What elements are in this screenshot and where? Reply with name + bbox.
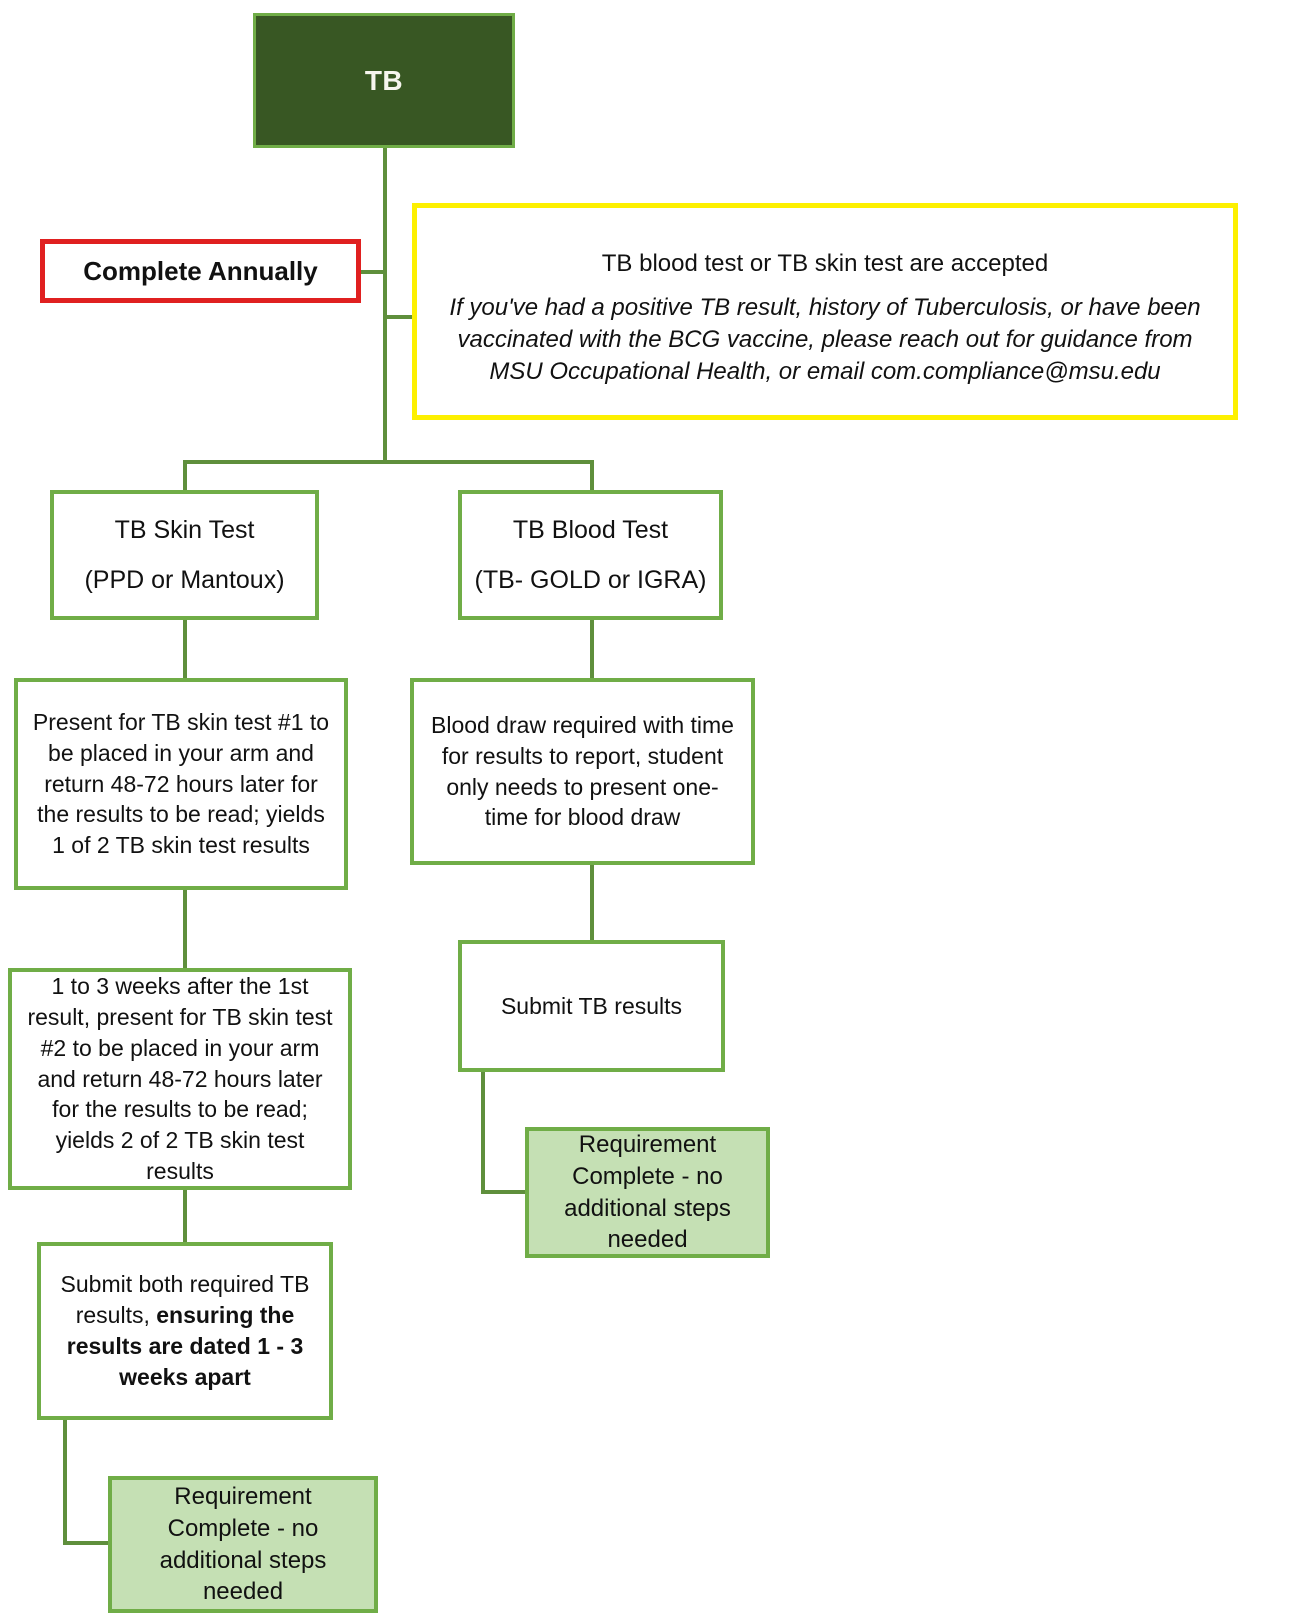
connector-skin-elbow-horizontal	[63, 1541, 110, 1545]
complete-annually-label: Complete Annually	[83, 255, 318, 286]
skin-test-step1: Present for TB skin test #1 to be placed…	[14, 678, 348, 890]
skin-test-step1-text: Present for TB skin test #1 to be placed…	[32, 708, 330, 859]
blood-test-header-subtitle: (TB- GOLD or IGRA)	[474, 566, 707, 594]
connector-skin-3	[183, 1188, 187, 1244]
skin-test-step2-text: 1 to 3 weeks after the 1st result, prese…	[27, 973, 333, 1185]
connector-blood-elbow-horizontal	[481, 1190, 527, 1194]
info-note-accepted-tests: TB blood test or TB skin test are accept…	[601, 250, 1049, 277]
skin-test-complete-node: Requirement Complete - no additional ste…	[108, 1476, 378, 1613]
blood-test-complete-node: Requirement Complete - no additional ste…	[525, 1127, 770, 1258]
connector-annual-note	[360, 270, 383, 274]
skin-test-header-title: TB Skin Test	[114, 516, 255, 544]
blood-test-step1: Blood draw required with time for result…	[410, 678, 755, 865]
root-node-label: TB	[364, 64, 404, 96]
skin-test-step3-normal: Submit both required TB results,	[60, 1271, 310, 1329]
blood-test-step2-text: Submit TB results	[500, 992, 683, 1019]
connector-blood-elbow-vertical	[481, 1070, 485, 1194]
skin-test-step3: Submit both required TB results, ensurin…	[37, 1242, 333, 1420]
connector-skin-elbow-vertical	[63, 1418, 67, 1545]
skin-test-step2: 1 to 3 weeks after the 1st result, prese…	[8, 968, 352, 1190]
skin-test-step3-text: Submit both required TB results, ensurin…	[55, 1269, 315, 1392]
connector-skin-drop	[183, 460, 187, 492]
blood-test-header: TB Blood Test (TB- GOLD or IGRA)	[458, 490, 723, 620]
connector-blood-drop	[590, 460, 594, 492]
root-node-tb: TB	[253, 13, 515, 148]
complete-annually-note: Complete Annually	[40, 239, 361, 303]
blood-test-step2: Submit TB results	[458, 940, 725, 1072]
connector-blood-2	[590, 862, 594, 940]
blood-test-step1-text: Blood draw required with time for result…	[431, 711, 734, 831]
info-note: TB blood test or TB skin test are accept…	[412, 203, 1238, 420]
skin-test-header-subtitle: (PPD or Mantoux)	[84, 566, 285, 594]
connector-skin-2	[183, 888, 187, 970]
skin-test-complete-text: Requirement Complete - no additional ste…	[159, 1482, 327, 1606]
blood-test-header-title: TB Blood Test	[512, 516, 669, 544]
connector-skin-1	[183, 618, 187, 680]
blood-test-complete-text: Requirement Complete - no additional ste…	[564, 1130, 731, 1254]
connector-branch-horizontal	[183, 460, 594, 464]
connector-info-note	[387, 315, 412, 319]
skin-test-header: TB Skin Test (PPD or Mantoux)	[50, 490, 319, 620]
connector-blood-1	[590, 618, 594, 680]
connector-trunk	[383, 148, 387, 464]
skin-test-step3-emphasis: ensuring the results are dated 1 - 3 wee…	[66, 1302, 304, 1390]
info-note-guidance: If you've had a positive TB result, hist…	[449, 294, 1201, 386]
